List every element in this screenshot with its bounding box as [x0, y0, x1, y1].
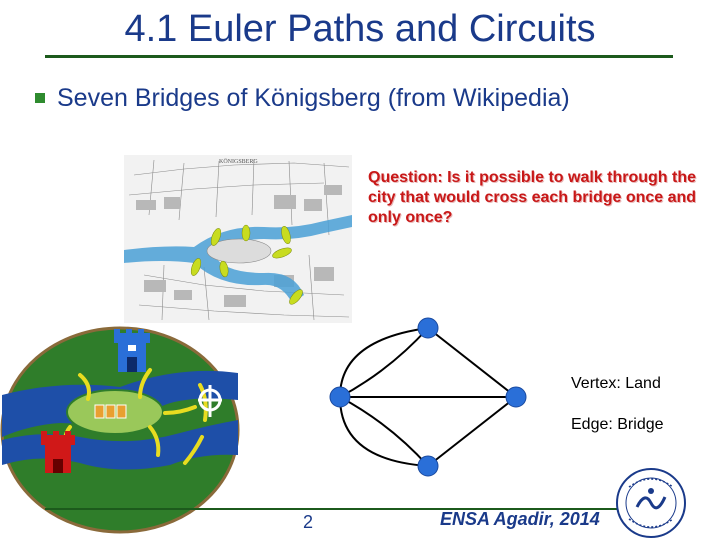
vertex-left [330, 387, 350, 407]
edge-bottom-left-inner [340, 397, 428, 466]
edge-top-right [428, 328, 516, 397]
map-heading: KÖNIGSBERG [219, 158, 258, 165]
bullet-square-icon [35, 93, 45, 103]
bridge-graph [320, 310, 550, 480]
edge-bottom-left-outer [340, 397, 428, 466]
city-map-image: KÖNIGSBERG [124, 155, 352, 323]
vertex-label: Vertex: Land [571, 375, 661, 393]
footer-text: ENSA Agadir, 2014 [440, 509, 600, 530]
beer-mugs-icon [95, 405, 126, 418]
bullet-text: Seven Bridges of Königsberg (from Wikipe… [57, 84, 570, 112]
vertex-bottom [418, 456, 438, 476]
university-seal-logo [615, 467, 687, 539]
edge-top-left-outer [340, 328, 428, 397]
edge-label: Edge: Bridge [571, 416, 664, 434]
title-divider [45, 55, 673, 58]
page-number: 2 [303, 512, 313, 533]
vertex-top [418, 318, 438, 338]
vertex-right [506, 387, 526, 407]
bullet-item: Seven Bridges of Königsberg (from Wikipe… [35, 84, 570, 113]
question-text: Question: Is it possible to walk through… [368, 168, 713, 228]
castle-blue-icon [114, 329, 150, 372]
castle-red-icon [41, 431, 75, 473]
edge-bottom-right [428, 397, 516, 466]
slide-title: 4.1 Euler Paths and Circuits [0, 8, 720, 51]
